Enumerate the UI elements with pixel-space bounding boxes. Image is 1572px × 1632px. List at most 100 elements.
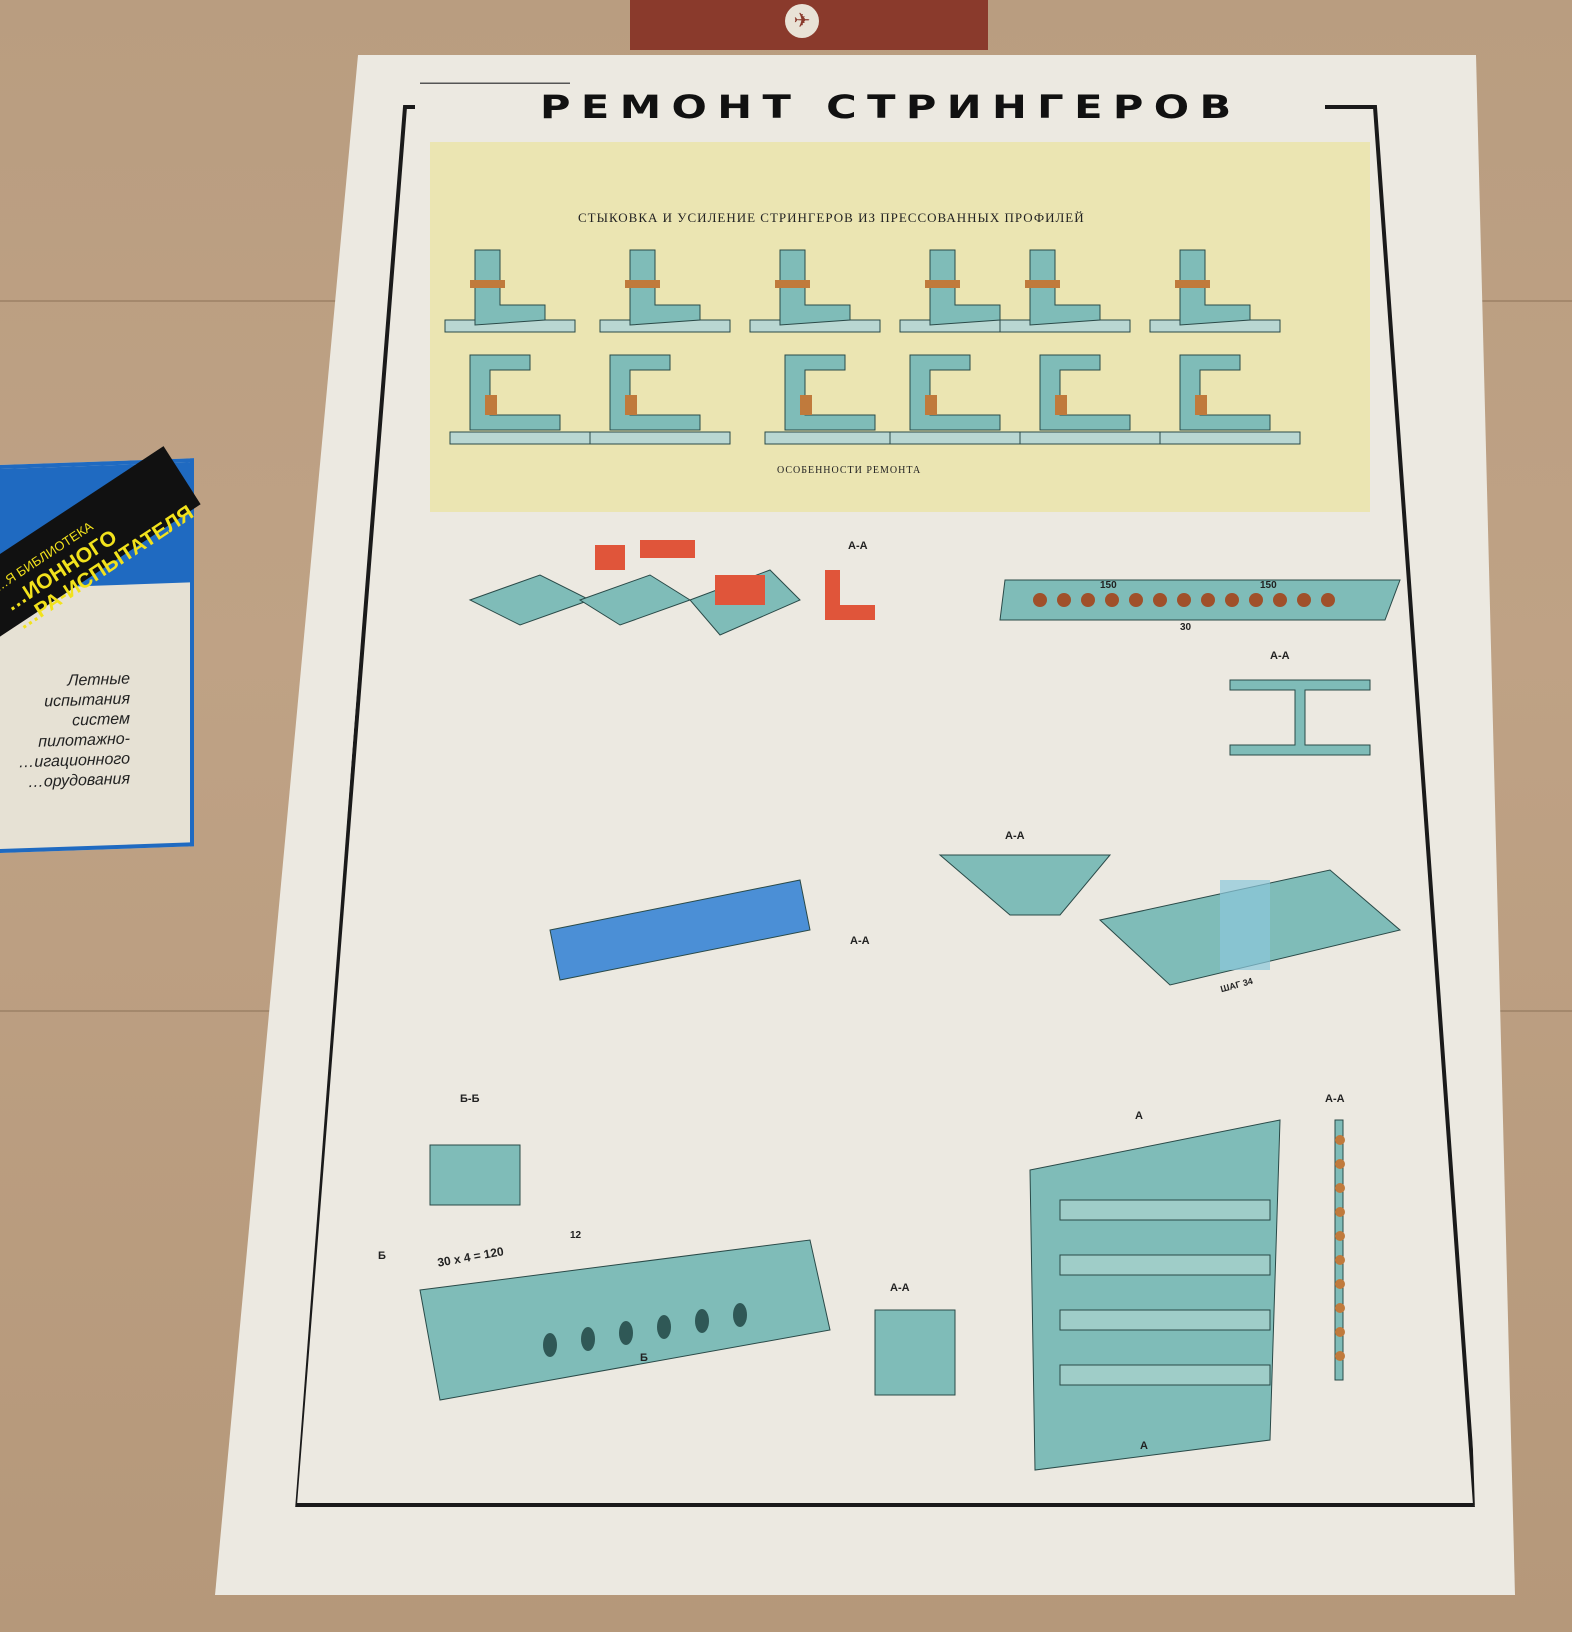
- bolt-icon: [1335, 1183, 1345, 1193]
- bolt-icon: [1335, 1351, 1345, 1361]
- rivet-icon: [1153, 593, 1167, 607]
- hole-icon: [733, 1303, 747, 1327]
- stringer-profile: [1179, 354, 1271, 431]
- cut-label: А: [1135, 1110, 1143, 1122]
- section-heading-profiles: СТЫКОВКА И УСИЛЕНИЕ СТРИНГЕРОВ ИЗ ПРЕССО…: [578, 210, 1085, 225]
- reinforcement-element: [640, 540, 695, 558]
- cut-label: А: [1140, 1440, 1148, 1452]
- bolt-icon: [1195, 395, 1207, 415]
- dimension-label: 30: [1180, 622, 1192, 633]
- bolt-icon: [625, 395, 637, 415]
- bolt-icon: [470, 280, 505, 288]
- profile-plate: [889, 431, 1031, 445]
- section-aa-small: [874, 1309, 956, 1396]
- stringer-profile: [779, 249, 851, 326]
- bolt-icon: [1335, 1255, 1345, 1265]
- hole-icon: [543, 1333, 557, 1357]
- profile-plate: [1159, 431, 1301, 445]
- emblem-icon: ✈: [785, 4, 819, 38]
- reinforcement-element: [715, 575, 765, 605]
- rivet-icon: [1129, 593, 1143, 607]
- profile-plate: [589, 431, 731, 445]
- dimension-label: 150: [1260, 580, 1277, 591]
- bolt-icon: [625, 280, 660, 288]
- stringer-profile: [469, 354, 561, 431]
- bolt-icon: [1335, 1303, 1345, 1313]
- section-label: А-А: [850, 935, 870, 947]
- panel-rib: [1059, 1309, 1271, 1331]
- bolt-icon: [925, 395, 937, 415]
- filler-insert: [1220, 880, 1270, 970]
- bolt-icon: [775, 280, 810, 288]
- stringer-profile: [609, 354, 701, 431]
- reinforcement-element: [595, 545, 625, 570]
- stringer-profile: [1029, 249, 1101, 326]
- stringer-repair-variant: [419, 1239, 831, 1401]
- section-label: А-А: [1005, 830, 1025, 842]
- damaged-stringer: [468, 574, 592, 626]
- stringer-profile: [784, 354, 876, 431]
- rivet-icon: [1177, 593, 1191, 607]
- profile-plate: [764, 431, 906, 445]
- section-bb: [429, 1144, 521, 1206]
- stringer-profile: [1039, 354, 1131, 431]
- milled-panel: [1029, 1119, 1281, 1471]
- profile-plate: [449, 431, 591, 445]
- dimension-label: 12: [570, 1230, 582, 1241]
- rivet-icon: [1201, 593, 1215, 607]
- bolt-icon: [1335, 1327, 1345, 1337]
- section-aa-panel: [1334, 1119, 1344, 1381]
- stringer-profile: [909, 354, 1001, 431]
- rivet-icon: [1057, 593, 1071, 607]
- section-profile: [825, 570, 875, 620]
- cut-stringer: [578, 574, 692, 626]
- spliced-stringer: [999, 579, 1401, 621]
- stringer-profile: [1179, 249, 1251, 326]
- hole-icon: [695, 1309, 709, 1333]
- bolt-icon: [1335, 1135, 1345, 1145]
- rivet-icon: [1321, 593, 1335, 607]
- section-label: А-А: [848, 540, 868, 552]
- rivet-icon: [1249, 593, 1263, 607]
- bolt-icon: [800, 395, 812, 415]
- cut-label: Б: [378, 1250, 386, 1262]
- rivet-icon: [1297, 593, 1311, 607]
- panel-rib: [1059, 1254, 1271, 1276]
- rivet-icon: [1225, 593, 1239, 607]
- bolt-icon: [1335, 1207, 1345, 1217]
- frame-lines: [295, 105, 1475, 1507]
- rivet-icon: [1081, 593, 1095, 607]
- bolt-icon: [1025, 280, 1060, 288]
- rivet-icon: [1273, 593, 1287, 607]
- bolt-icon: [1335, 1231, 1345, 1241]
- bolt-icon: [1175, 280, 1210, 288]
- poster-imprint: ▬▬▬▬▬▬▬▬▬▬▬▬▬▬▬▬▬▬▬▬▬▬▬▬▬▬▬▬▬▬: [420, 80, 570, 86]
- hole-icon: [619, 1321, 633, 1345]
- section-heading-features: ОСОБЕННОСТИ РЕМОНТА: [777, 465, 922, 476]
- dimension-label: 150: [1100, 580, 1117, 591]
- i-beam-section: [1229, 679, 1371, 756]
- hole-icon: [581, 1327, 595, 1351]
- panel-rib: [1059, 1364, 1271, 1386]
- section-label: А-А: [1325, 1093, 1345, 1105]
- poster-frame: [295, 105, 1475, 1510]
- bolt-icon: [1335, 1159, 1345, 1169]
- hat-section: [938, 854, 1112, 916]
- stringer-profile: [629, 249, 701, 326]
- section-label: А-А: [890, 1282, 910, 1294]
- bolt-icon: [485, 395, 497, 415]
- section-label: А-А: [1270, 650, 1290, 662]
- poster-title: РЕМОНТ СТРИНГЕРОВ: [540, 88, 1242, 126]
- red-book: ✈: [630, 0, 988, 50]
- bolt-icon: [925, 280, 960, 288]
- section-label: Б-Б: [460, 1093, 480, 1105]
- hole-icon: [657, 1315, 671, 1339]
- bolt-icon: [1335, 1279, 1345, 1289]
- panel-rib: [1059, 1199, 1271, 1221]
- bolt-icon: [1055, 395, 1067, 415]
- profile-plate: [1019, 431, 1161, 445]
- channel-stringer: [549, 879, 811, 981]
- cut-label: Б: [640, 1352, 648, 1364]
- rivet-icon: [1033, 593, 1047, 607]
